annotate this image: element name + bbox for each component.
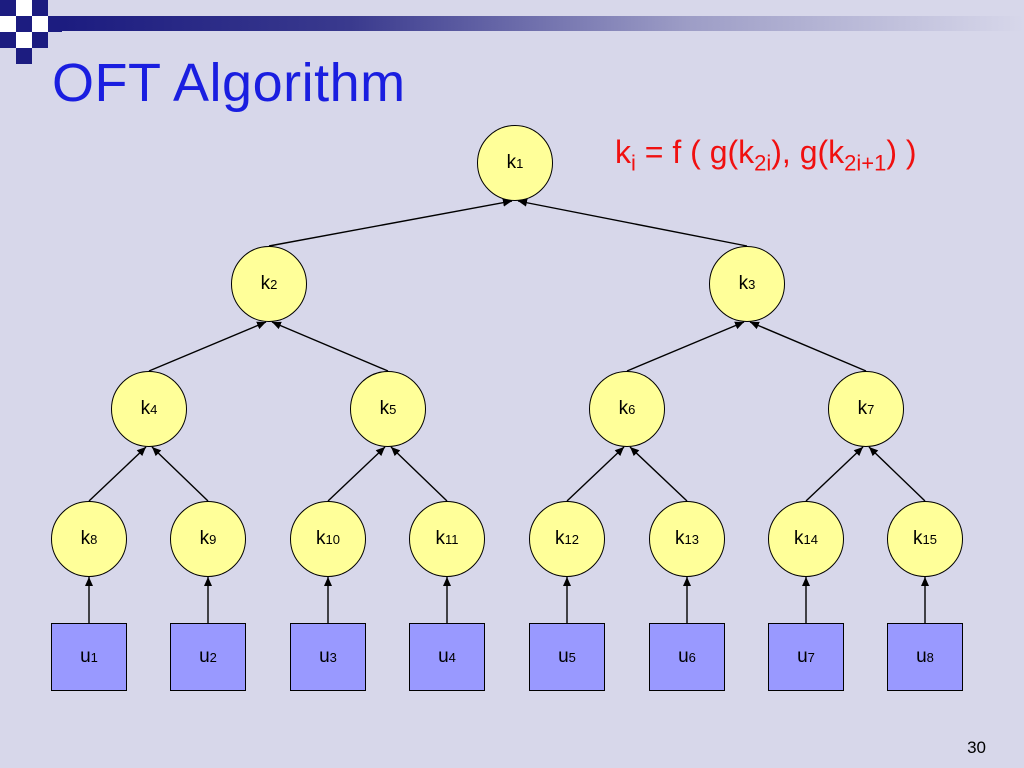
- tree-edge: [271, 321, 389, 372]
- tree-edge: [626, 321, 745, 372]
- tree-edge: [749, 321, 867, 372]
- tree-edge: [268, 198, 513, 247]
- tree-edge: [517, 198, 748, 247]
- page-number: 30: [967, 738, 986, 757]
- tree-edge: [805, 446, 864, 502]
- tree-edge: [868, 446, 926, 502]
- key-formula: ki = f ( g(k2i), g(k2i+1) ): [615, 134, 917, 176]
- tree-edge: [148, 321, 267, 372]
- title-accent-bar: [62, 16, 1024, 31]
- tree-edge: [327, 446, 386, 502]
- tree-edge: [566, 446, 625, 502]
- tree-edge: [88, 446, 147, 502]
- tree-edge: [151, 446, 209, 502]
- slide-title: OFT Algorithm: [52, 53, 406, 113]
- tree-edge: [629, 446, 688, 502]
- checker-logo-icon: [0, 0, 62, 64]
- tree-edge: [390, 446, 448, 502]
